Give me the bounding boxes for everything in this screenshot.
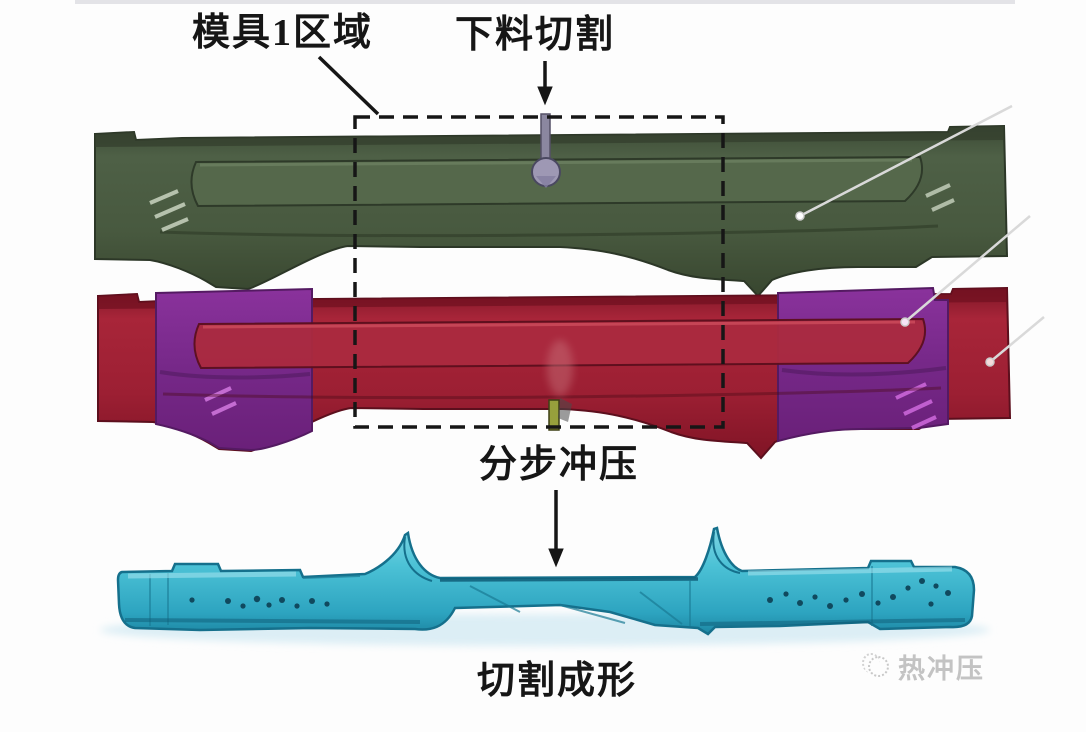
die-region-label: 模具1区域: [192, 12, 374, 54]
watermark-text: 热冲压: [898, 654, 985, 684]
die-region-leader-line: [317, 55, 380, 116]
cut-forming-label: 切割成形: [477, 660, 638, 702]
stamping-pin-icon: [547, 340, 573, 431]
blanking-pin-icon: [531, 113, 561, 188]
blanking-arrowhead: [537, 86, 553, 106]
step-stamping-label: 分步冲压: [479, 444, 640, 486]
snowflake-circle-logo-icon: [862, 653, 889, 680]
die-region-dashed-box: [353, 115, 725, 429]
top-border-strip: [75, 0, 1015, 4]
watermark: 热冲压: [862, 647, 985, 686]
stamping-arrowhead: [548, 548, 564, 568]
annotation-arrows: [317, 55, 564, 568]
formed-part-cyan: [100, 526, 990, 646]
leader-lines: [795, 104, 1045, 367]
hole-dots: [189, 578, 951, 609]
upper-blank-green-part: [94, 124, 1009, 298]
blanking-cut-label: 下料切割: [455, 14, 616, 56]
die-insert-left: [155, 287, 313, 452]
